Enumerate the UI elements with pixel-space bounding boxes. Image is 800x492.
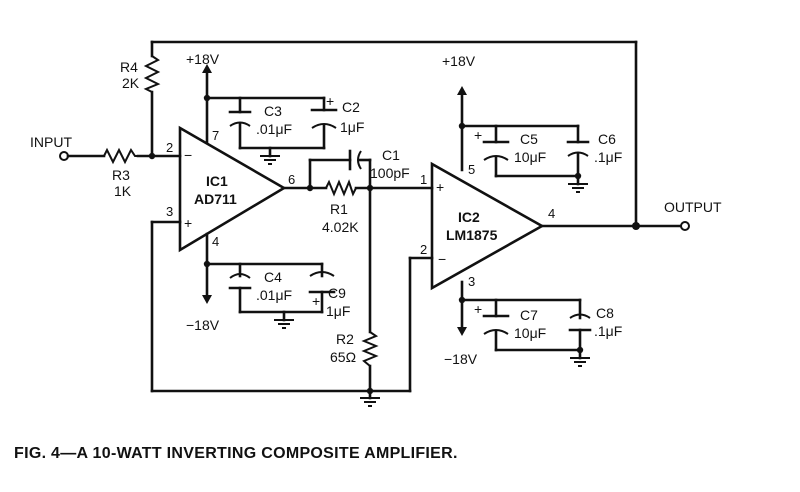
c8-ref: C8 [596, 305, 614, 321]
ic2-pin-4: 4 [548, 206, 555, 221]
c9-ref: C9 [328, 285, 346, 301]
capacitor-c8 [568, 313, 592, 332]
ground-icon [274, 319, 294, 329]
c7-value: 10μF [514, 325, 546, 341]
op-amp-ic2 [430, 161, 545, 291]
resistor-r3 [103, 147, 138, 165]
c6-ref: C6 [598, 131, 616, 147]
capacitor-c5: + [474, 127, 510, 161]
ic1-ref: IC1 [206, 173, 228, 189]
r3-value: 1K [114, 183, 132, 199]
resistor-r2 [361, 331, 379, 367]
c3-ref: C3 [264, 103, 282, 119]
arrow-up-icon [202, 64, 212, 73]
junction-dots [148, 94, 640, 395]
ic1-pin-3: 3 [166, 204, 173, 219]
ic1-pin-7: 7 [212, 128, 219, 143]
c4-value: .01μF [256, 287, 292, 303]
ic1-pos-rail-label: +18V [186, 51, 220, 67]
c6-value: .1μF [594, 149, 622, 165]
r1-ref: R1 [330, 201, 348, 217]
r4-ref: R4 [120, 59, 138, 75]
arrow-down-icon [202, 295, 212, 304]
output-label: OUTPUT [664, 199, 722, 215]
ic2-part: LM1875 [446, 227, 498, 243]
capacitor-c7: + [474, 301, 510, 335]
ground-icon [568, 183, 588, 193]
c2-ref: C2 [342, 99, 360, 115]
ground-icon [260, 155, 280, 165]
ic2-pin-2: 2 [420, 242, 427, 257]
c4-ref: C4 [264, 269, 282, 285]
r4-value: 2K [122, 75, 140, 91]
resistor-r1 [325, 179, 357, 197]
input-terminal [59, 151, 69, 161]
arrow-up-icon [457, 86, 467, 95]
ic2-pos-rail-label: +18V [442, 53, 476, 69]
r2-ref: R2 [336, 331, 354, 347]
c5-value: 10μF [514, 149, 546, 165]
ground-icon [360, 397, 380, 407]
c1-value: 100pF [370, 165, 410, 181]
ic2-pin-1: 1 [420, 172, 427, 187]
c2-value: 1μF [340, 119, 364, 135]
svg-text:+: + [312, 293, 320, 309]
ic1-plus-sign: + [184, 215, 192, 231]
c8-value: .1μF [594, 323, 622, 339]
ground-icon [570, 357, 590, 367]
svg-text:+: + [326, 93, 334, 109]
c1-ref: C1 [382, 147, 400, 163]
capacitor-c1 [348, 149, 362, 171]
ic2-minus-sign: − [438, 251, 446, 267]
input-label: INPUT [30, 134, 72, 150]
ic1-pin-2: 2 [166, 140, 173, 155]
capacitor-c6 [566, 140, 590, 157]
op-amp-ic1 [178, 125, 287, 253]
r3-ref: R3 [112, 167, 130, 183]
r1-value: 4.02K [322, 219, 359, 235]
ic1-pin-6: 6 [288, 172, 295, 187]
ic1-pin-4: 4 [212, 234, 219, 249]
wires [66, 40, 682, 400]
arrow-down-icon [457, 327, 467, 336]
output-terminal [680, 221, 690, 231]
svg-text:+: + [474, 127, 482, 143]
c9-value: 1μF [326, 303, 350, 319]
c3-value: .01μF [256, 121, 292, 137]
ic2-ref: IC2 [458, 209, 480, 225]
ic1-neg-rail-label: −18V [186, 317, 220, 333]
ic2-neg-rail-label: −18V [444, 351, 478, 367]
ic1-part: AD711 [194, 191, 237, 207]
ic2-pin-3: 3 [468, 274, 475, 289]
svg-text:+: + [474, 301, 482, 317]
ic2-pin-5: 5 [468, 162, 475, 177]
capacitor-c3 [228, 110, 252, 127]
r2-value: 65Ω [330, 349, 356, 365]
capacitor-c9: + [308, 271, 336, 309]
resistor-r4 [143, 55, 161, 93]
c7-ref: C7 [520, 307, 538, 323]
capacitor-c2: + [310, 93, 338, 129]
ic1-minus-sign: − [184, 147, 192, 163]
figure-caption: FIG. 4—A 10-WATT INVERTING COMPOSITE AMP… [14, 445, 458, 462]
capacitor-c4 [228, 273, 252, 290]
c5-ref: C5 [520, 131, 538, 147]
ic2-plus-sign: + [436, 179, 444, 195]
